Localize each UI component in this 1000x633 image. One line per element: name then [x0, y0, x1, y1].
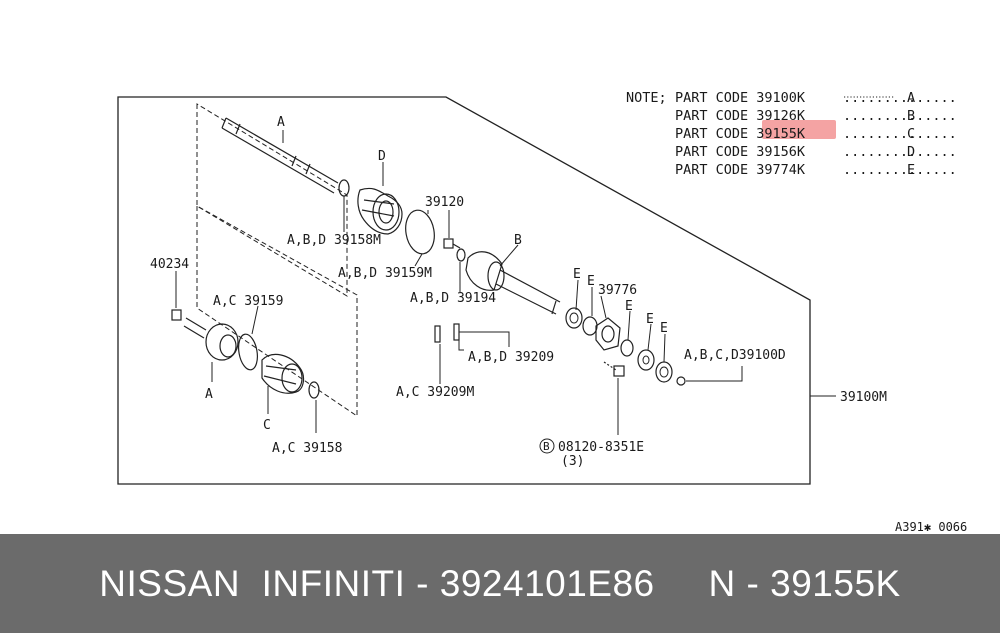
label-39209m: A,C 39209M	[396, 385, 474, 400]
note-part-code: PART CODE 39126K	[675, 108, 806, 124]
label-39209: A,B,D 39209	[468, 350, 554, 365]
label-shaft-a: A	[277, 115, 285, 130]
label-40234: 40234	[150, 257, 189, 272]
label-39158m: A,B,D 39158M	[287, 233, 381, 248]
note-leader: ..............	[843, 90, 957, 106]
label-joint-a: A	[205, 387, 213, 402]
spider-39776	[595, 317, 621, 351]
washer-e2	[582, 316, 598, 336]
note-letter: D	[907, 144, 915, 160]
label-39158: A,C 39158	[272, 441, 342, 456]
drive-shaft-upper	[221, 117, 339, 194]
boot-lower	[261, 353, 305, 394]
washer-e4	[637, 349, 655, 371]
snap-ring-e3	[620, 339, 634, 357]
nut-40234	[171, 309, 182, 321]
label-39159m: A,B,D 39159M	[338, 266, 432, 281]
boot-upper	[357, 187, 403, 235]
washer-e1	[565, 307, 583, 329]
pins-39209	[434, 323, 460, 343]
retainer-ring-upper	[338, 179, 350, 197]
label-e5: E	[660, 321, 668, 336]
note-letter: E	[907, 162, 915, 178]
dashed-box-lower	[196, 205, 358, 417]
bolt-08120	[603, 361, 625, 377]
leader-lines	[175, 96, 895, 435]
footer-bar: NISSAN INFINITI - 3924101E86 N - 39155K	[0, 534, 1000, 633]
note-leader: ..............	[843, 126, 957, 142]
label-boot-c: C	[263, 418, 271, 433]
label-39776: 39776	[598, 283, 637, 298]
note-leader: ..............	[843, 162, 957, 178]
outer-joint-a	[183, 317, 239, 361]
label-39100m: 39100M	[840, 390, 887, 405]
joint-housing-b	[465, 251, 561, 315]
label-e1: E	[573, 267, 581, 282]
assembly-frame	[117, 96, 811, 485]
label-39100d: A,B,C,D39100D	[684, 348, 786, 363]
note-letter: C	[907, 126, 915, 142]
note-leader: ..............	[843, 108, 957, 124]
label-bolt: 08120-8351E	[558, 440, 644, 455]
boot-band-39158	[308, 381, 320, 399]
washer-e5	[655, 361, 673, 383]
label-boot-d: D	[378, 149, 386, 164]
diagram-ref-code: A391✱ 0066	[895, 520, 967, 534]
nut-39100d	[676, 376, 686, 386]
bolt-ref-circle: B	[539, 438, 555, 454]
boot-clamp	[405, 209, 435, 255]
note-part-code: PART CODE 39100K	[675, 90, 806, 106]
dashed-box-upper	[196, 103, 348, 297]
label-e3: E	[625, 299, 633, 314]
label-e2: E	[587, 274, 595, 289]
boot-band-39159	[238, 333, 258, 371]
note-letter: B	[907, 108, 915, 124]
footer-part-title: NISSAN INFINITI - 3924101E86 N - 39155K	[99, 562, 901, 604]
label-39159: A,C 39159	[213, 294, 283, 309]
label-e4: E	[646, 312, 654, 327]
exploded-parts-diagram: A D A,B,D 39158M 39120 A,B,D 39159M B A,…	[117, 90, 967, 534]
label-39194: A,B,D 39194	[410, 291, 496, 306]
svg-text:B: B	[543, 440, 550, 453]
label-bolt-qty: (3)	[561, 454, 584, 469]
note-leader: ..............	[843, 144, 957, 160]
note-letter: A	[907, 90, 915, 106]
note-highlight	[762, 120, 836, 139]
grease-nipple	[443, 238, 466, 262]
label-b: B	[514, 233, 522, 248]
note-part-code: PART CODE 39155K	[675, 126, 806, 142]
note-prefix: NOTE;	[626, 90, 667, 106]
note-part-code: PART CODE 39156K	[675, 144, 806, 160]
part-code-notes: NOTE;PART CODE 39100K..............APART…	[626, 90, 957, 178]
note-part-code: PART CODE 39774K	[675, 162, 806, 178]
label-39120: 39120	[425, 195, 464, 210]
